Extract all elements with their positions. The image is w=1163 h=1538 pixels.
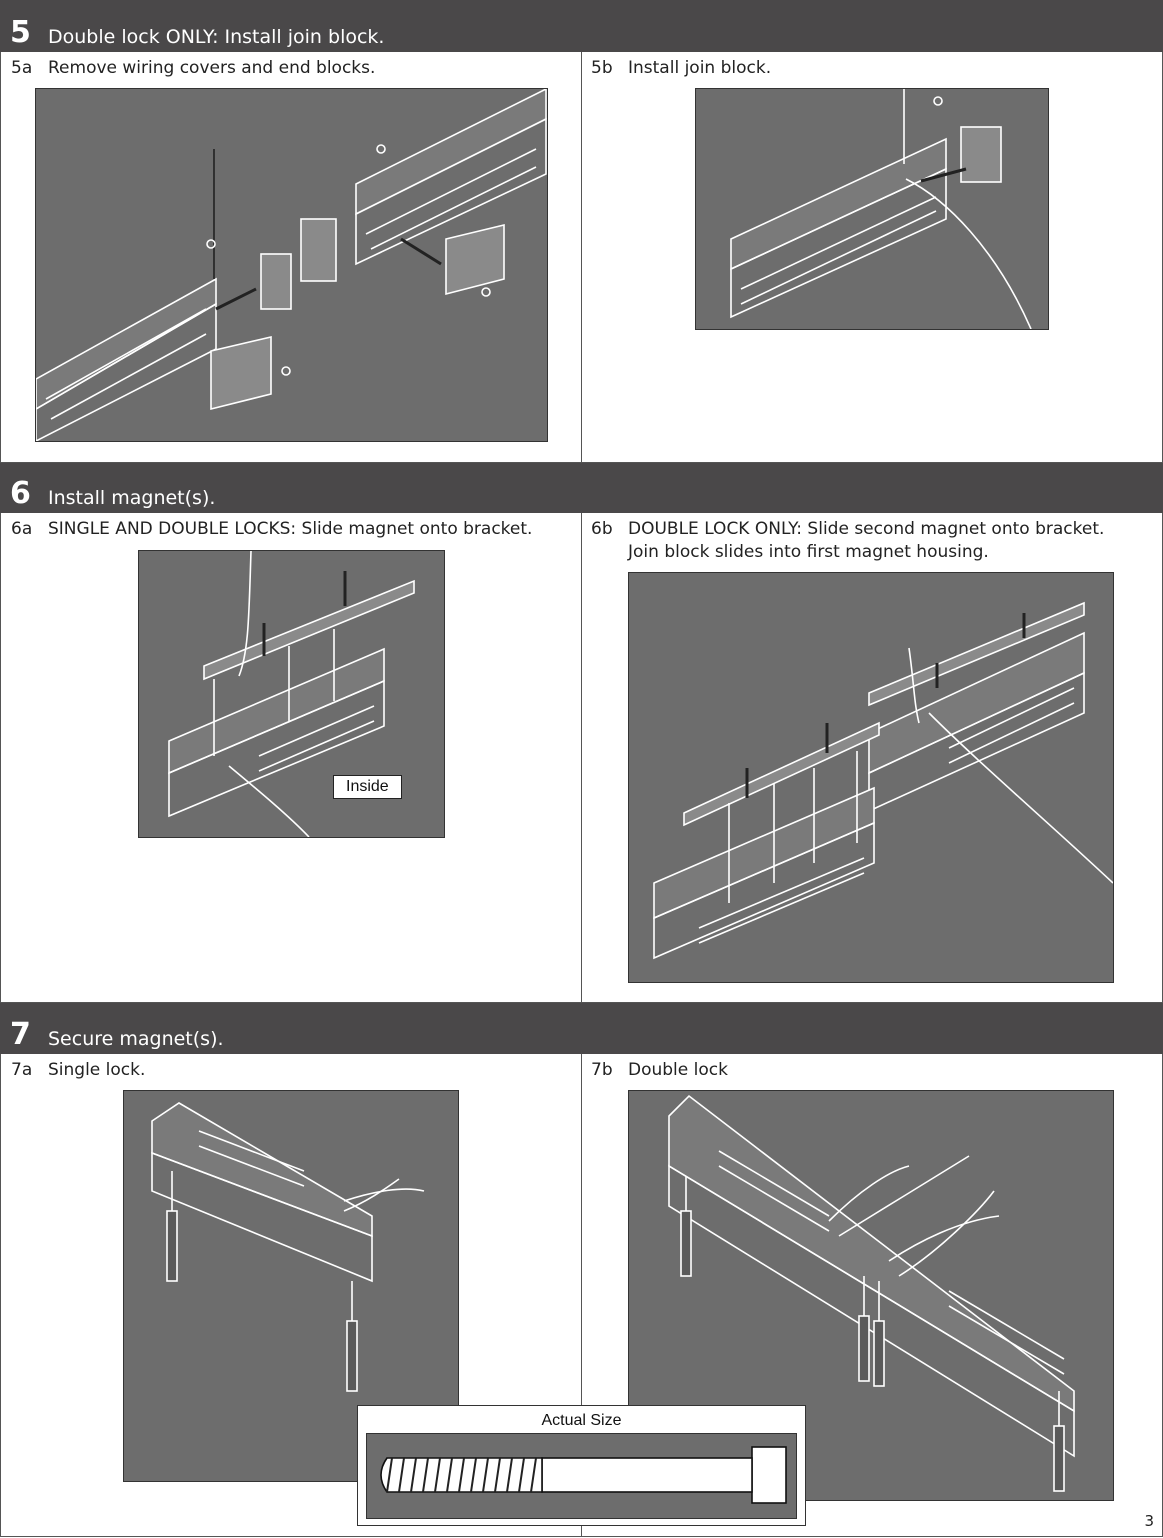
- actual-size-screw-figure: [366, 1433, 797, 1519]
- step-number: 5a: [11, 58, 33, 78]
- figure-slide-second-magnet: [628, 572, 1114, 983]
- step-number: 7b: [591, 1060, 613, 1080]
- inside-label: Inside: [333, 775, 402, 799]
- step-text-line-2: Join block slides into first magnet hous…: [628, 542, 989, 562]
- section-number: 5: [10, 15, 31, 50]
- page-number: 3: [1144, 1512, 1154, 1530]
- step-number: 7a: [11, 1060, 33, 1080]
- step-number: 6b: [591, 519, 613, 539]
- actual-size-inset: Actual Size: [357, 1405, 806, 1526]
- column-divider: [581, 513, 582, 1002]
- step-text: SINGLE AND DOUBLE LOCKS: Slide magnet on…: [48, 519, 533, 539]
- section-6-body: 6a SINGLE AND DOUBLE LOCKS: Slide magnet…: [0, 513, 1163, 1003]
- section-title: Secure magnet(s).: [48, 1028, 224, 1050]
- section-5-body: 5a Remove wiring covers and end blocks. …: [0, 52, 1163, 463]
- section-6-header: 6 Install magnet(s).: [0, 463, 1163, 513]
- screw-icon: [380, 1446, 787, 1504]
- step-text: Remove wiring covers and end blocks.: [48, 58, 376, 78]
- step-number: 6a: [11, 519, 33, 539]
- section-number: 6: [10, 476, 31, 511]
- section-5-header: 5 Double lock ONLY: Install join block.: [0, 0, 1163, 52]
- figure-slide-magnet-onto-bracket: Inside: [138, 550, 445, 838]
- step-text: Double lock: [628, 1060, 728, 1080]
- column-divider: [581, 52, 582, 462]
- step-text: Single lock.: [48, 1060, 146, 1080]
- section-title: Install magnet(s).: [48, 487, 216, 509]
- figure-install-join-block: [695, 88, 1049, 330]
- column-divider: [581, 1054, 582, 1536]
- figure-remove-wiring-covers: [35, 88, 548, 442]
- section-number: 7: [10, 1017, 31, 1052]
- section-7-header: 7 Secure magnet(s).: [0, 1003, 1163, 1054]
- actual-size-label: Actual Size: [541, 1412, 622, 1429]
- step-text: DOUBLE LOCK ONLY: Slide second magnet on…: [628, 519, 1105, 539]
- figure-secure-double-lock: [628, 1090, 1114, 1501]
- section-title: Double lock ONLY: Install join block.: [48, 26, 385, 48]
- step-text: Install join block.: [628, 58, 772, 78]
- step-number: 5b: [591, 58, 613, 78]
- section-7-body: 7a Single lock. 7b Double lock: [0, 1054, 1163, 1537]
